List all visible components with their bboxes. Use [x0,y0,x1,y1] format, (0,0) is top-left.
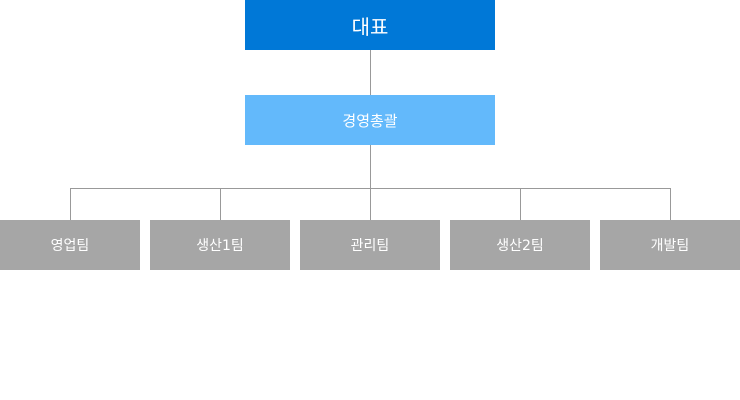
general-management-node: 경영총괄 [245,95,495,145]
team-node-production-2: 생산2팀 [450,220,590,270]
connector-general-management-to-teams [370,145,371,189]
connector-drop-admin-team [370,188,371,220]
general-management-node-label: 경영총괄 [342,111,398,130]
team-node-label: 관리팀 [350,238,390,254]
connector-drop-production2-team [520,188,521,220]
team-node-sales: 영업팀 [0,220,140,270]
team-node-label: 생산1팀 [196,238,244,254]
team-node-label: 개발팀 [650,238,690,254]
ceo-node-label: 대표 [351,14,389,39]
connector-ceo-to-general-management [370,50,371,95]
connector-drop-sales-team [70,188,71,220]
team-node-label: 영업팀 [50,238,90,254]
team-node-label: 생산2팀 [496,238,544,254]
ceo-node: 대표 [245,0,495,50]
team-node-production-1: 생산1팀 [150,220,290,270]
team-node-admin: 관리팀 [300,220,440,270]
team-node-development: 개발팀 [600,220,740,270]
connector-drop-production1-team [220,188,221,220]
connector-drop-development-team [670,188,671,220]
